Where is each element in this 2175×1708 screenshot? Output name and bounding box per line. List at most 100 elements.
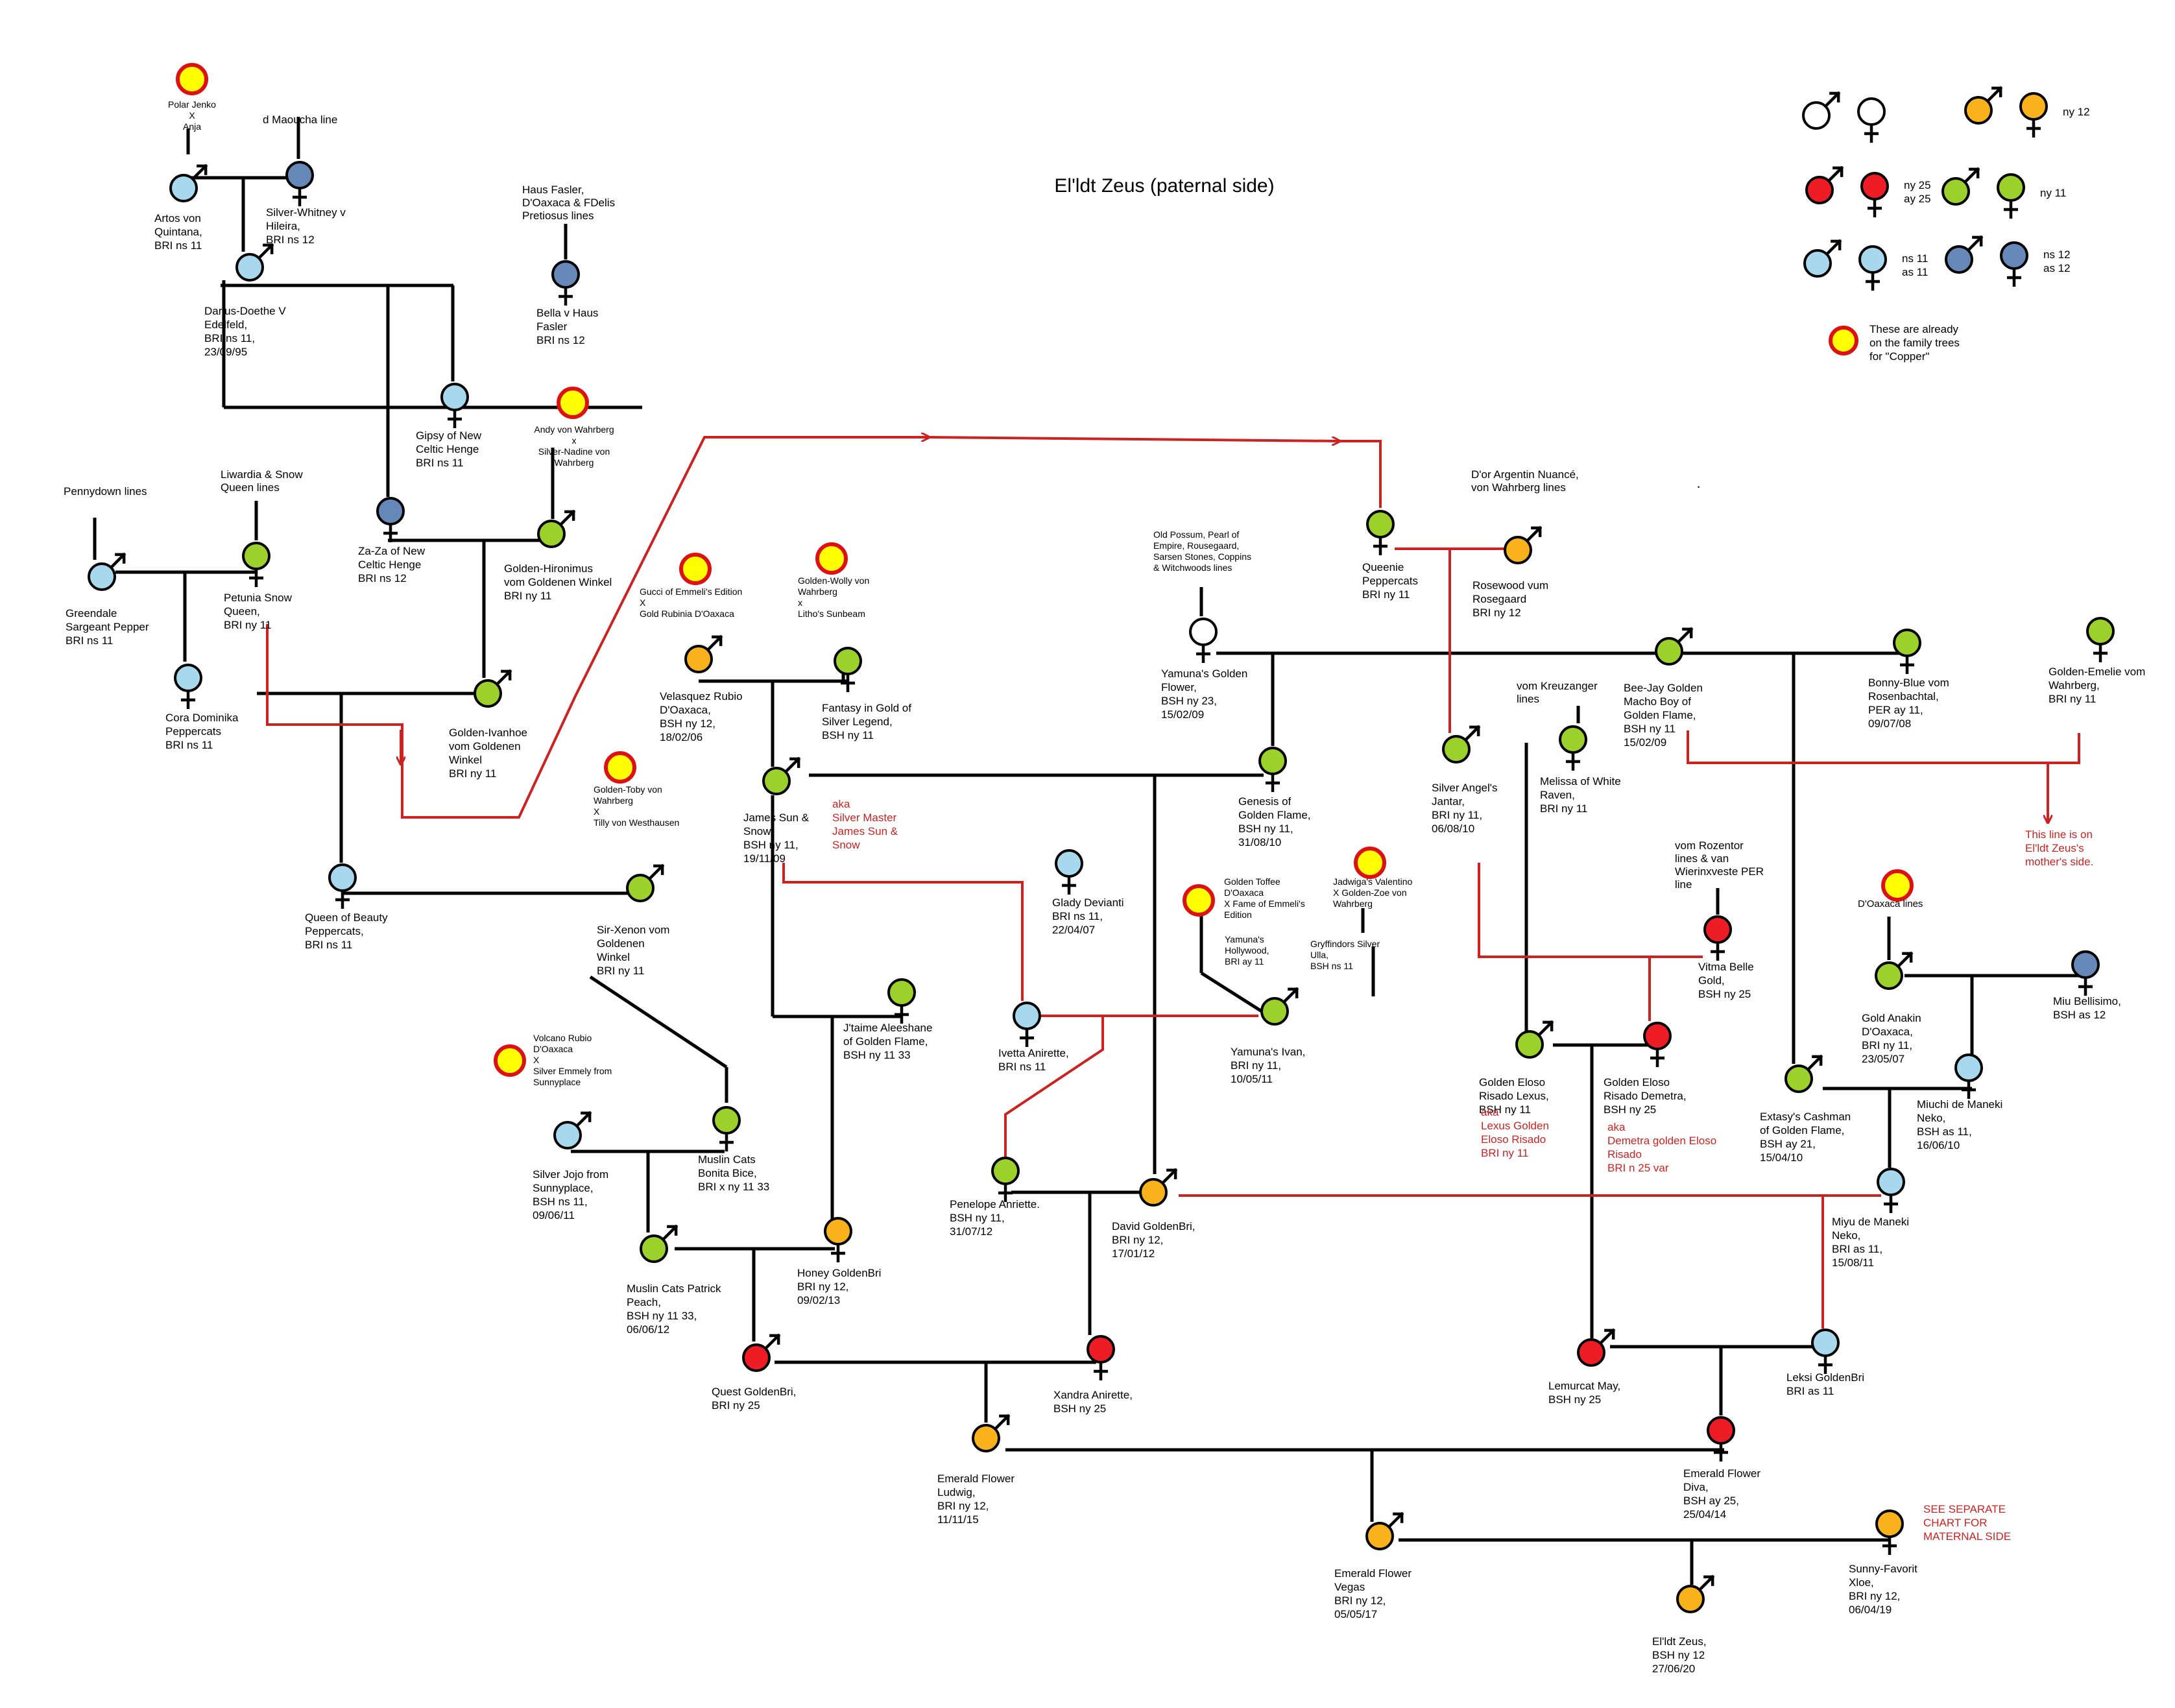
cat-queenie-female-icon [1366,510,1395,555]
cat-symbols [88,161,2115,1613]
legend-green-label: ny 11 [2040,187,2066,199]
legend-blue-male-icon [1945,235,1984,274]
cat-miubellisimo-label: Miu Bellisimo,BSH as 12 [2053,995,2121,1021]
cat-zaza-female-icon [376,497,405,542]
cat-gipsy-female-icon [440,383,469,428]
cat-jtaime-female-icon [887,978,916,1024]
legend-red-male-icon [1805,165,1844,204]
copper-mark-goldentoffee [1183,884,1215,917]
cat-xandra-female-icon [1087,1335,1115,1380]
cat-miyu-female-icon [1877,1168,1905,1213]
legend-orange-female-icon [2019,92,2048,138]
legend-copper-mark [1829,326,1858,355]
cat-yamunaivan-label: Yamuna's Ivan,BRI ny 11,10/05/11 [1231,1046,1305,1085]
cat-penelope-female-icon [991,1157,1020,1202]
highlight-lines [266,437,2080,1329]
legend-orange-label: ny 12 [2063,106,2090,118]
legend-lightblue-male-icon [1803,239,1842,278]
cat-cora-female-icon [174,664,202,709]
cat-quest-male-icon [742,1333,781,1372]
cat-honey-female-icon [824,1217,852,1262]
copper-mark-jadwiga [1354,847,1386,879]
cat-glady-female-icon [1055,849,1083,895]
cat-penelope-label: Penelope Anriette.BSH ny 11,31/07/12 [950,1198,1040,1238]
cat-sirxenon-male-icon [626,863,665,902]
chart-title: El'ldt Zeus (paternal side) [1054,175,1274,197]
cat-quest-label: Quest GoldenBri,BRI ny 25 [712,1386,796,1412]
cat-silverangel-male-icon [1442,725,1481,764]
cat-miubellisimo-female-icon [2071,950,2100,996]
cat-silverwhitney-female-icon [285,161,314,206]
cat-fantasy-female-icon [834,647,862,692]
cat-goldenemelie-female-icon [2086,617,2115,662]
legend-red-female-icon [1860,172,1889,217]
cat-jamessun-male-icon [762,756,801,795]
copper-mark-volcano [494,1044,526,1077]
copper-mark-goldenwolly [815,542,848,575]
cat-greendale-male-icon [88,552,126,591]
cat-demetra-female-icon [1643,1022,1672,1067]
cat-melissa-female-icon [1559,725,1587,771]
legend-green-female-icon [1997,173,2025,219]
cat-velasquez-male-icon [684,634,723,673]
cat-extasy-male-icon [1784,1054,1823,1093]
cat-ludwig-male-icon [972,1413,1011,1452]
cat-genesis-female-icon [1258,747,1287,792]
legend-blue-female-icon [2000,241,2028,287]
cat-zeus-male-icon [1676,1574,1715,1613]
copper-mark-polarjenko [176,63,208,95]
copper-mark-andyvon [557,387,589,419]
line-text-maoucha: d Maoucha line [263,114,337,126]
cat-vegas-male-icon [1365,1511,1404,1550]
copper-marks [176,63,1914,1077]
cat-ivetta-female-icon [1013,1002,1041,1047]
cat-diva-female-icon [1707,1416,1735,1461]
cat-lemurcat-male-icon [1577,1328,1616,1367]
legend-lightblue-female-icon [1858,245,1887,291]
cat-anakin-male-icon [1875,951,1914,990]
